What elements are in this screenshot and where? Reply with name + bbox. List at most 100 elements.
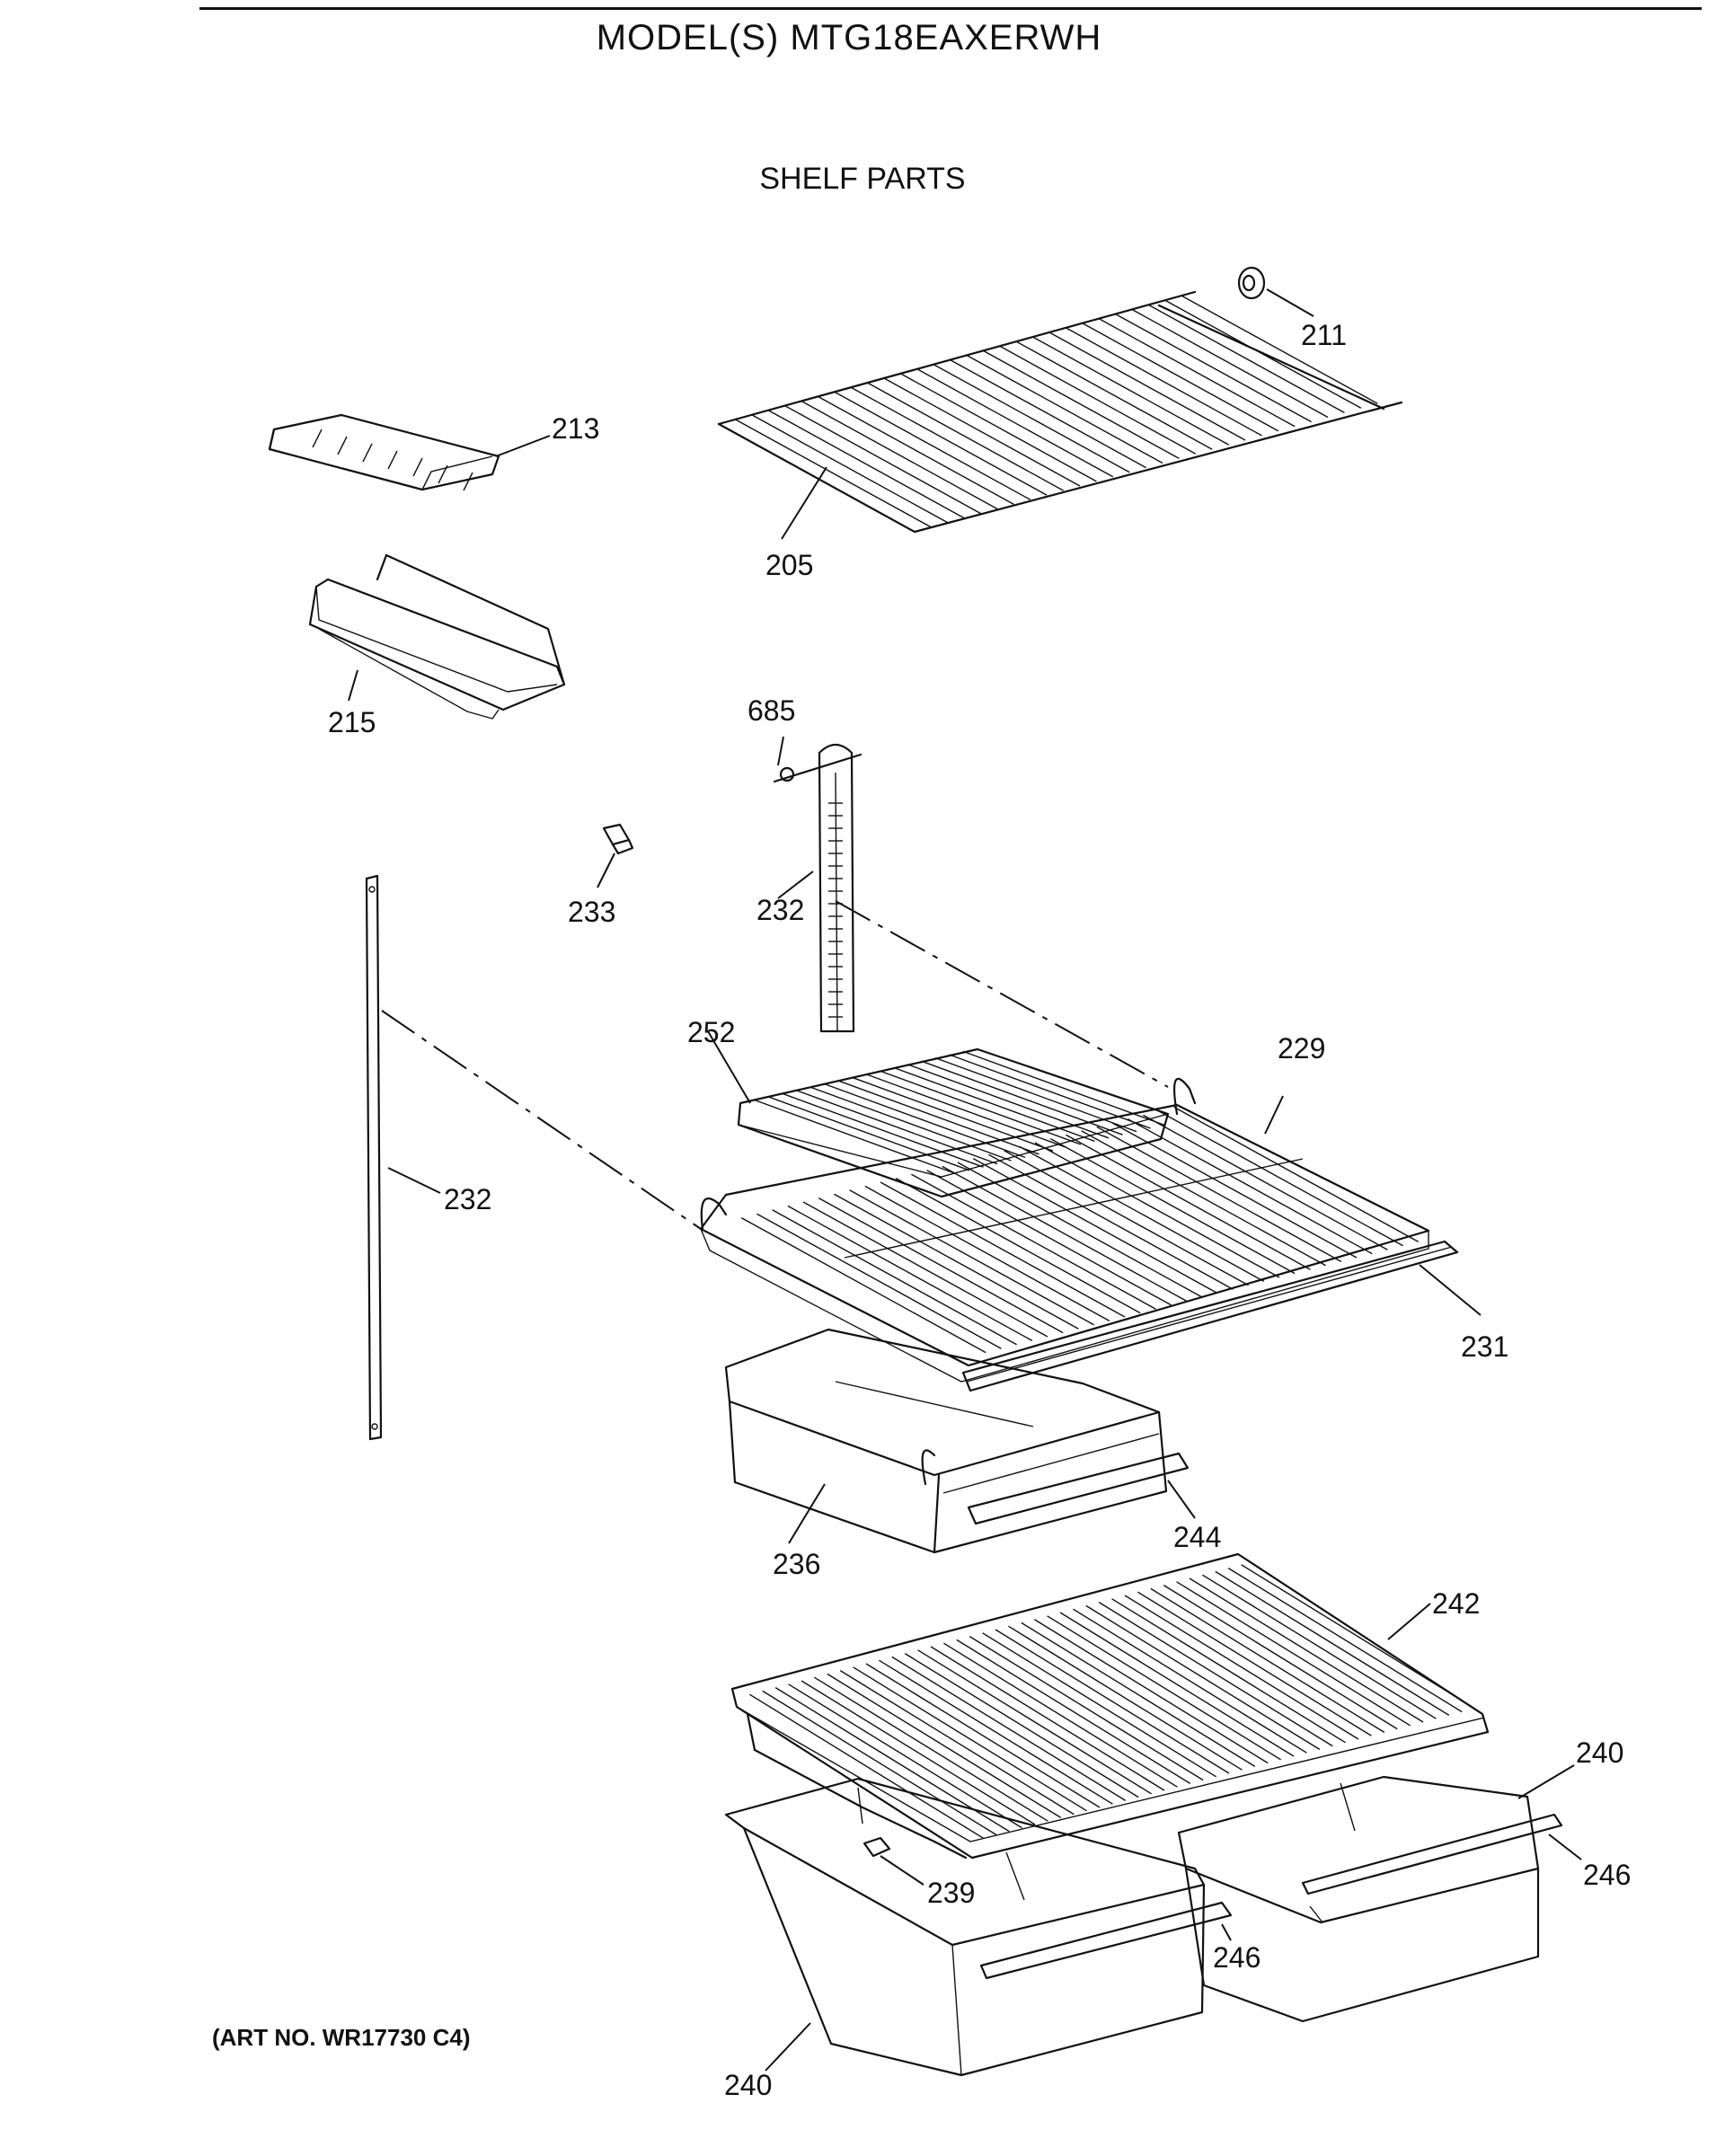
section-title: SHELF PARTS	[759, 162, 966, 196]
hatch-line	[904, 1653, 1139, 1798]
hatch-line	[834, 391, 1031, 500]
hatch-line	[1096, 1126, 1342, 1263]
hatch-line	[983, 349, 1180, 460]
hatch-line	[962, 1050, 1165, 1127]
callout-211: 211	[1301, 319, 1347, 351]
callout-246-right: 246	[1583, 1859, 1631, 1891]
hatch-line	[1008, 1625, 1243, 1771]
hatch-line	[802, 1201, 1048, 1338]
hatch-line	[795, 1089, 998, 1165]
hatch-line	[957, 1162, 1203, 1298]
part-246-drawer-handle-left	[979, 1901, 1233, 1980]
hatch-line	[1034, 1142, 1280, 1278]
hatch-line	[1033, 1619, 1269, 1764]
hatch-line	[900, 373, 1097, 482]
callout-213: 213	[552, 412, 599, 445]
hatch-line	[1227, 1568, 1463, 1713]
hatch-line	[1158, 1110, 1403, 1247]
callout-215: 215	[328, 706, 376, 738]
art-number: (ART NO. WR17730 C4)	[212, 2024, 471, 2051]
part-242-crisper-cover	[730, 1552, 1490, 1860]
hatch-line	[1004, 1150, 1249, 1286]
hatch-line	[933, 364, 1130, 473]
hatch-line	[788, 1683, 1022, 1829]
hatch-line	[749, 1693, 984, 1839]
hatch-line	[1115, 313, 1312, 423]
hatch-line	[1015, 340, 1213, 450]
hatch-line	[916, 368, 1114, 478]
callout-240-right: 240	[1576, 1736, 1623, 1769]
hatch-line	[1202, 1574, 1437, 1719]
part-685-screw	[773, 736, 862, 783]
hatch-line	[1181, 295, 1378, 404]
callout-233: 233	[568, 896, 615, 928]
hatch-line	[834, 1193, 1079, 1330]
hatch-line	[774, 1687, 1010, 1833]
callout-232-right: 232	[756, 894, 804, 926]
hatch-line	[801, 400, 998, 510]
hatch-line	[412, 457, 423, 477]
hatch-line	[949, 1054, 1151, 1129]
hatch-line	[784, 404, 981, 515]
hatch-line	[387, 450, 398, 470]
hatch-line	[1164, 299, 1362, 409]
hatch-line	[767, 1096, 970, 1171]
hatch-line	[1124, 1595, 1359, 1740]
header-rule	[199, 7, 1702, 10]
hatch-line	[883, 377, 1081, 487]
hatch-line	[956, 1639, 1191, 1784]
hatch-line	[1137, 1591, 1372, 1736]
hatch-line	[1098, 318, 1296, 428]
hatch-line	[463, 472, 473, 491]
part-239-bracket	[862, 1836, 924, 1886]
hatch-line	[814, 1676, 1048, 1822]
hatch-line	[1111, 1122, 1358, 1259]
alignment-line-right	[835, 900, 1169, 1088]
hatch-line	[312, 429, 323, 448]
hatch-line	[767, 410, 965, 519]
callout-232-left: 232	[444, 1183, 491, 1215]
part-236-meat-drawer	[724, 1328, 1168, 1554]
hatch-line	[930, 1646, 1165, 1791]
callout-244: 244	[1173, 1521, 1221, 1553]
hatch-line	[982, 1632, 1216, 1778]
hatch-line	[1241, 1564, 1475, 1710]
hatch-line	[362, 443, 373, 463]
hatch-line	[849, 1189, 1094, 1326]
callout-236: 236	[773, 1548, 820, 1580]
callout-252: 252	[687, 1016, 735, 1048]
callout-229: 229	[1278, 1032, 1325, 1065]
hatch-line	[850, 386, 1048, 496]
model-title: MODEL(S) MTG18EAXERWH	[596, 18, 1102, 57]
part-229-crisper-shelf	[699, 1077, 1430, 1383]
part-244-drawer-handle	[967, 1452, 1196, 1525]
hatch-line	[787, 1205, 1033, 1342]
hatch-line	[966, 354, 1163, 464]
hatch-line	[827, 1673, 1062, 1818]
hatch-line	[1049, 1137, 1296, 1275]
alignment-line-left	[381, 1010, 702, 1230]
hatch-line	[1215, 1570, 1450, 1716]
hatch-line	[942, 1165, 1188, 1303]
hatch-line	[823, 1082, 1026, 1159]
hatch-line	[1032, 336, 1229, 446]
hatch-line	[995, 1629, 1230, 1774]
callout-242: 242	[1432, 1587, 1480, 1620]
hatch-line	[1073, 1608, 1307, 1754]
hatch-line	[762, 1690, 997, 1835]
hatch-line	[999, 345, 1197, 455]
hatch-line	[1047, 1615, 1281, 1761]
hatch-line	[772, 1209, 1017, 1346]
hatch-line	[917, 1649, 1152, 1795]
hatch-line	[735, 419, 932, 528]
callout-239: 239	[927, 1877, 975, 1909]
hatch-line	[1066, 327, 1262, 437]
hatch-line	[1066, 1134, 1311, 1270]
hatch-line	[809, 1086, 1012, 1162]
hatch-line	[1127, 1118, 1373, 1255]
hatch-line	[1082, 323, 1279, 432]
hatch-line	[1098, 1602, 1333, 1747]
hatch-line	[879, 1070, 1082, 1145]
hatch-line	[1059, 1612, 1295, 1757]
hatch-line	[1173, 1106, 1420, 1243]
